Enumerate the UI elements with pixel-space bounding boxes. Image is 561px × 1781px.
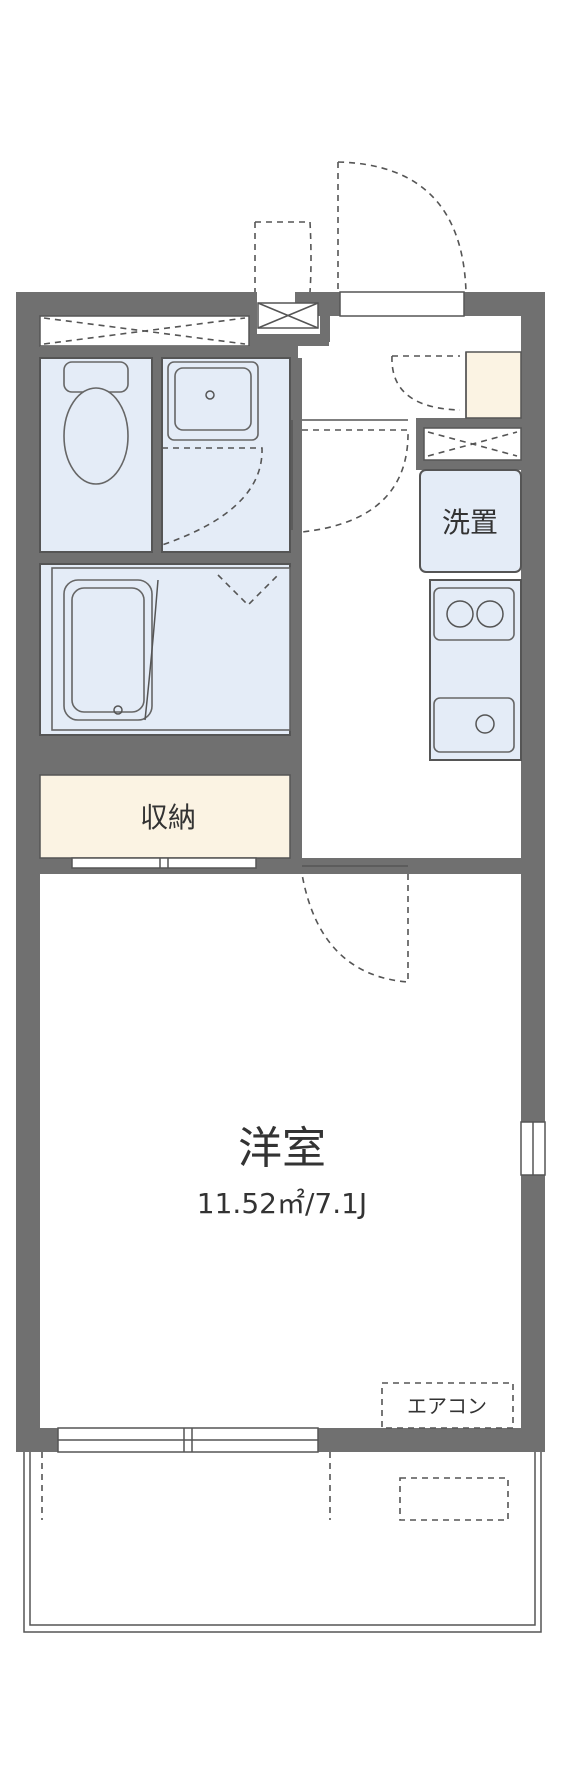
top-shelf [39, 315, 298, 358]
western-room-name: 洋室 [238, 1123, 326, 1174]
western-room: 洋室 11.52㎡/7.1J [197, 1123, 367, 1220]
western-room-area: 11.52㎡/7.1J [197, 1187, 367, 1220]
hallway-doors [301, 355, 461, 983]
storage-room: 収納 [39, 774, 291, 869]
washbasin [161, 357, 293, 553]
washer-label: 洗置 [442, 506, 498, 539]
interior-walls [40, 358, 521, 874]
washer-space: 洗置 [419, 469, 522, 573]
aircon: エアコン [381, 1382, 514, 1429]
toilet [39, 357, 153, 553]
entrance-door-swings [254, 161, 467, 293]
small-closet [423, 427, 522, 461]
right-window [520, 1121, 546, 1176]
aircon-label: エアコン [407, 1394, 487, 1418]
balcony [23, 1452, 542, 1633]
bathtub [39, 563, 291, 736]
shoe-cabinet [465, 351, 522, 419]
entrance-frame [249, 291, 465, 346]
balcony-sliding-door [57, 1427, 319, 1453]
outer-walls [16, 292, 545, 1452]
kitchen-counter [429, 579, 522, 761]
storage-label: 収納 [140, 801, 196, 834]
